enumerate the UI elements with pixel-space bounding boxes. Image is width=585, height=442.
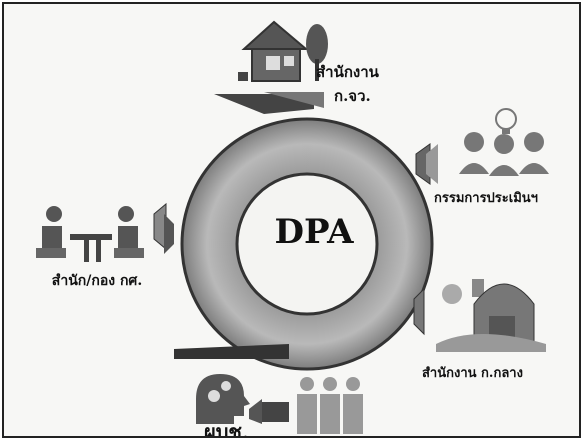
label-commander: ผบช. bbox=[204, 420, 249, 438]
label-division: สำนัก/กอง กศ. bbox=[51, 273, 143, 289]
arrow-bottom-right bbox=[413, 287, 425, 336]
arrow-bottom bbox=[174, 344, 289, 359]
dpa-diagram bbox=[36, 20, 549, 434]
arrow-bottom-left bbox=[249, 399, 262, 424]
meeting-icon bbox=[36, 206, 144, 262]
label-committee: กรรมการประเมินฯ bbox=[434, 191, 538, 206]
label-central-office: สำนักงาน ก.กลาง bbox=[422, 366, 523, 381]
arrow-top bbox=[214, 94, 314, 114]
committee-icon bbox=[459, 108, 549, 176]
diagram-frame: สำนักงาน ก.จว. กรรมการประเมินฯ สำนัก/กอง… bbox=[2, 2, 581, 438]
center-label: DPA bbox=[274, 212, 354, 252]
inner-circle bbox=[235, 172, 379, 316]
office-building-icon bbox=[238, 20, 328, 82]
label-top-office: สำนักงาน ก.จว. bbox=[316, 60, 379, 108]
label-top-line1: สำนักงาน bbox=[316, 63, 379, 81]
head-gear-icon bbox=[196, 374, 250, 424]
farm-icon bbox=[436, 279, 546, 352]
label-top-line2: ก.จว. bbox=[334, 87, 371, 105]
people-group-icon bbox=[297, 377, 363, 434]
